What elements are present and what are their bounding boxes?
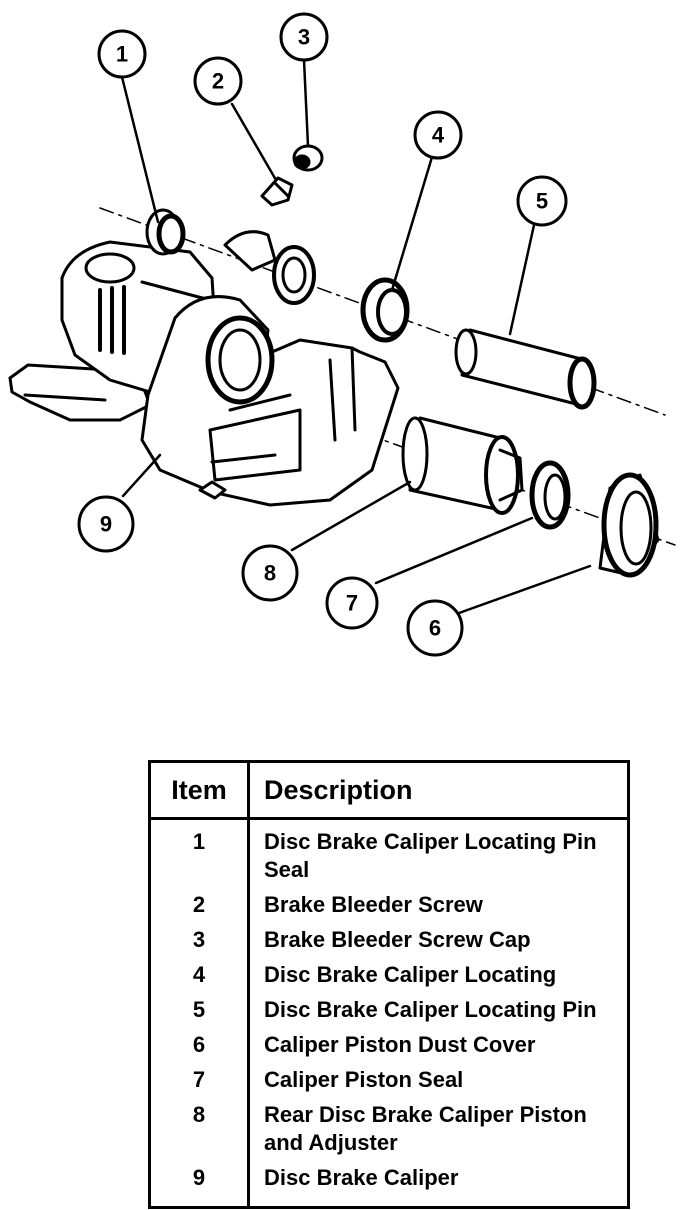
dust-cover-part [598,472,660,578]
callout-circle-3 [279,12,329,62]
callout-number-5: 5 [536,189,548,214]
exploded-view-diagram: 1 2 3 4 5 6 7 8 9 [8,12,676,657]
caliper-body-part [8,230,400,507]
item-number: 2 [149,888,250,923]
item-number: 4 [149,958,250,993]
bleeder-cap-part [292,144,324,172]
leader-4 [390,155,434,292]
piston-adjuster-part [401,416,524,515]
item-number: 3 [149,923,250,958]
bleeder-screw-part [260,176,294,207]
item-description: Brake Bleeder Screw [264,892,483,917]
item-description: Disc Brake Caliper [264,1165,459,1190]
leader-5 [508,223,536,336]
callout-circle-4 [413,110,463,160]
piston-seal-part [529,460,571,530]
callout-number-6: 6 [429,616,441,641]
leader-2 [230,102,278,182]
callout-circle-8 [241,544,299,602]
callout-number-4: 4 [432,123,445,148]
callout-number-1: 1 [116,42,128,67]
locating-pin-part [454,328,597,410]
item-number: 1 [149,818,250,888]
parts-legend-table: Item Description 1 Disc Brake Caliper Lo… [148,760,630,1209]
callout-circle-2 [193,56,243,106]
callout-circle-7 [325,576,379,630]
leader-9 [121,453,162,498]
leader-8 [290,480,412,552]
item-number: 5 [149,993,250,1028]
table-row: 6 Caliper Piston Dust Cover [149,1028,629,1063]
callout-circle-9 [77,495,135,553]
table-row: 7 Caliper Piston Seal [149,1063,629,1098]
table-row: 4 Disc Brake Caliper Locating [149,958,629,993]
item-column-header: Item [149,761,250,820]
callout-number-8: 8 [264,561,276,586]
callout-circle-1 [97,29,147,79]
locating-bushing-part [360,277,410,343]
callout-circle-6 [406,599,464,657]
item-number: 7 [149,1063,250,1098]
item-description: Rear Disc Brake Caliper Piston and Adjus… [264,1102,587,1155]
table-row: 1 Disc Brake Caliper Locating Pin Seal [149,818,629,888]
table-header-row: Item Description [149,761,629,820]
item-description: Disc Brake Caliper Locating [264,962,557,987]
item-description: Disc Brake Caliper Locating Pin Seal [264,829,597,882]
description-column-header: Description [248,761,629,820]
item-description: Caliper Piston Seal [264,1067,464,1092]
item-description: Disc Brake Caliper Locating Pin [264,997,597,1022]
item-number: 9 [149,1161,250,1208]
leader-3 [302,58,310,148]
item-number: 8 [149,1098,250,1161]
table-row: 5 Disc Brake Caliper Locating Pin [149,993,629,1028]
callout-circle-5 [516,175,568,227]
leader-1 [120,75,160,224]
callout-number-7: 7 [346,591,358,616]
callout-number-9: 9 [100,512,112,537]
leader-6 [457,564,592,615]
item-number: 6 [149,1028,250,1063]
leader-7 [374,516,534,585]
item-description: Caliper Piston Dust Cover [264,1032,536,1057]
table-row: 3 Brake Bleeder Screw Cap [149,923,629,958]
table-row: 9 Disc Brake Caliper [149,1161,629,1208]
table-row: 2 Brake Bleeder Screw [149,888,629,923]
callout-number-2: 2 [212,69,224,94]
pin-seal-part [145,208,186,256]
item-description: Brake Bleeder Screw Cap [264,927,531,952]
callout-number-3: 3 [298,25,310,50]
table-row: 8 Rear Disc Brake Caliper Piston and Adj… [149,1098,629,1161]
bushing-part [272,245,316,305]
